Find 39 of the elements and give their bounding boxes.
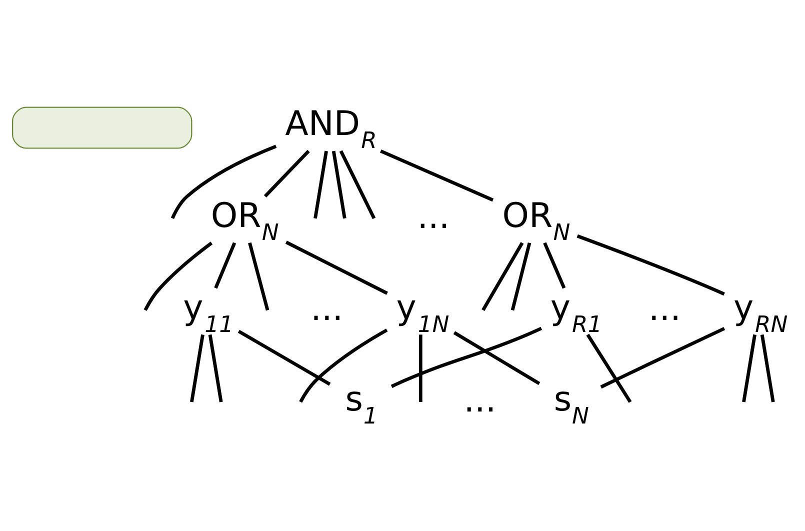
connector bbox=[543, 242, 566, 289]
connector bbox=[418, 334, 422, 402]
connector bbox=[586, 334, 632, 403]
node-text: OR$_{N}$ bbox=[210, 196, 279, 246]
connector bbox=[600, 326, 726, 389]
node-box bbox=[12, 106, 192, 149]
connector bbox=[742, 334, 756, 402]
connector bbox=[339, 150, 376, 220]
connector bbox=[190, 334, 204, 402]
connector bbox=[248, 242, 270, 311]
connector bbox=[576, 234, 725, 296]
node-text: AND$_{R}$ bbox=[285, 104, 377, 154]
connector bbox=[314, 150, 328, 219]
connector bbox=[510, 242, 532, 311]
connector bbox=[170, 144, 277, 219]
connector bbox=[760, 334, 775, 402]
label: ... bbox=[310, 288, 344, 329]
label: ... bbox=[464, 380, 496, 421]
connector bbox=[299, 328, 388, 403]
connector bbox=[390, 326, 542, 388]
connector bbox=[208, 334, 223, 402]
connector bbox=[238, 330, 331, 386]
connector bbox=[264, 150, 310, 198]
connector bbox=[380, 149, 494, 202]
node-text: s$_{1}$ bbox=[345, 380, 378, 430]
node-text: y$_{R1}$ bbox=[550, 288, 602, 338]
connector bbox=[453, 331, 540, 386]
node-text: y$_{11}$ bbox=[183, 288, 234, 338]
label: ... bbox=[648, 288, 681, 329]
node-text: s$_{N}$ bbox=[554, 380, 589, 430]
node-text: OR$_{N}$ bbox=[502, 196, 570, 246]
label: ... bbox=[417, 197, 450, 238]
connector bbox=[482, 242, 524, 312]
node-text: y$_{RN}$ bbox=[734, 288, 788, 338]
node-text: y$_{1N}$ bbox=[396, 288, 450, 338]
connector bbox=[332, 150, 346, 219]
connector bbox=[214, 242, 236, 289]
connector bbox=[144, 242, 213, 311]
connector bbox=[285, 240, 388, 295]
